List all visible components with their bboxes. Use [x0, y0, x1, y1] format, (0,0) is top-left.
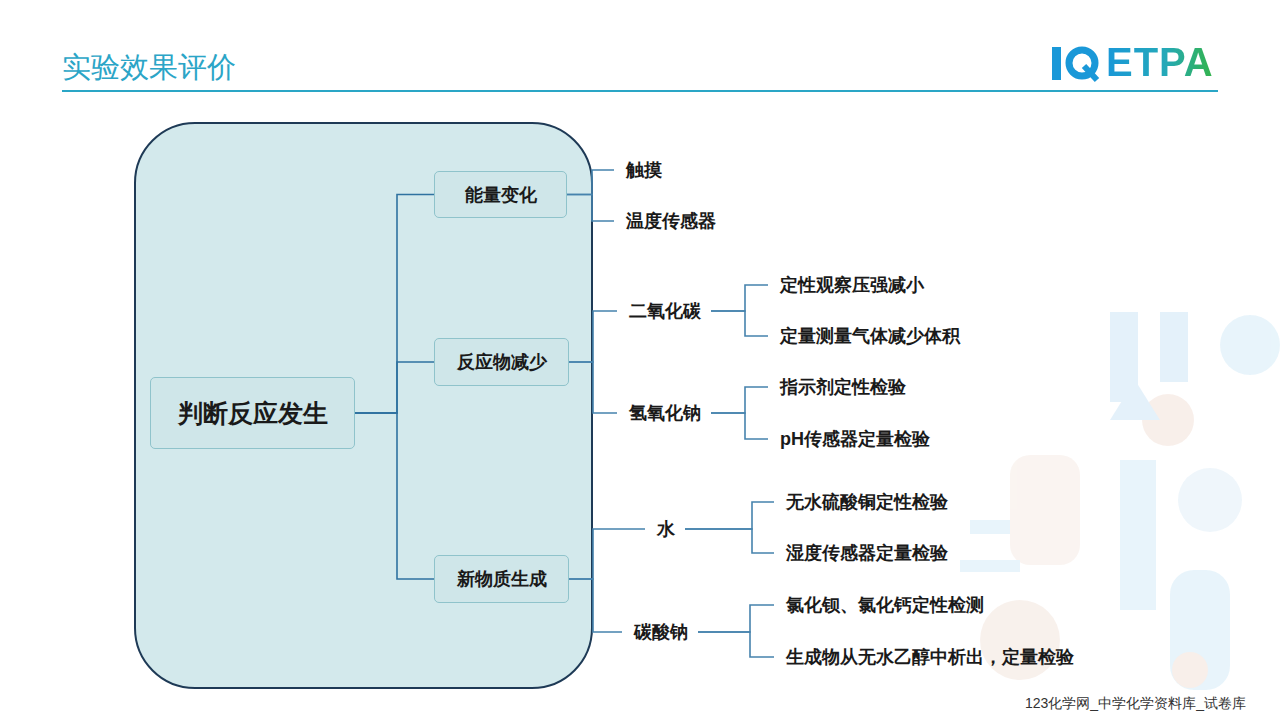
- tree-connector: [685, 502, 774, 529]
- substance-item: 氢氧化钠: [617, 397, 711, 429]
- category-box: 新物质生成: [434, 555, 569, 603]
- tree-connector: [698, 605, 774, 632]
- item-label: 触摸: [626, 158, 662, 182]
- substance-item: 水: [645, 513, 685, 545]
- box-label: 反应物减少: [457, 350, 547, 374]
- watermark: 123化学网_中学化学资料库_试卷库: [1022, 694, 1249, 714]
- ornament-circle: [1178, 468, 1242, 532]
- box-label: 新物质生成: [457, 567, 547, 591]
- tree-connector: [567, 170, 614, 195]
- box-label: 能量变化: [465, 183, 537, 207]
- item-label: 水: [657, 517, 675, 541]
- tree-connector: [569, 579, 622, 632]
- category-box: 能量变化: [434, 171, 567, 218]
- method-item: 氯化钡、氯化钙定性检测: [774, 589, 994, 621]
- substance-item: 二氧化碳: [617, 295, 711, 327]
- method-item: 湿度传感器定量检验: [774, 537, 958, 569]
- tree-connector: [711, 413, 768, 439]
- ornament-bar: [970, 520, 1010, 534]
- ornament-block: [1010, 455, 1080, 565]
- method-item: 定性观察压强减小: [768, 269, 934, 301]
- item-label: 湿度传感器定量检验: [786, 541, 948, 565]
- slide-title: 实验效果评价: [62, 48, 236, 88]
- ornament-bar: [1160, 312, 1188, 382]
- item-label: 无水硫酸铜定性检验: [786, 490, 948, 514]
- ornament-triangle: [1110, 380, 1160, 420]
- root-box: 判断反应发生: [150, 377, 355, 449]
- tree-connector: [711, 311, 768, 336]
- tree-connector: [355, 413, 434, 579]
- method-item: 无水硫酸铜定性检验: [774, 486, 958, 518]
- method-item: pH传感器定量检验: [768, 423, 940, 455]
- tree-connector: [711, 285, 768, 311]
- ornament-bar: [1120, 460, 1156, 610]
- tree-connector: [698, 632, 774, 657]
- tree-connector: [355, 195, 434, 414]
- category-box: 反应物减少: [434, 338, 569, 386]
- tree-connector: [685, 529, 774, 553]
- method-item: 指示剂定性检验: [768, 371, 916, 403]
- background-ornament: [960, 312, 1280, 690]
- ornament-circle: [1172, 652, 1208, 688]
- ornament-block: [1170, 570, 1230, 690]
- tree-connector: [355, 362, 434, 413]
- method-item: 生成物从无水乙醇中析出，定量检验: [774, 641, 1084, 673]
- tree-connector: [567, 195, 614, 222]
- method-item: 温度传感器: [614, 205, 726, 237]
- box-label: 判断反应发生: [178, 397, 328, 430]
- tree-connector: [569, 362, 617, 413]
- group-panel: [135, 123, 592, 688]
- item-label: pH传感器定量检验: [780, 427, 930, 451]
- item-label: 温度传感器: [626, 209, 716, 233]
- logo-text: ETPA: [1106, 40, 1214, 85]
- item-label: 氢氧化钠: [629, 401, 701, 425]
- tree-connector: [711, 387, 768, 413]
- title-rule: [62, 90, 1218, 92]
- item-label: 二氧化碳: [629, 299, 701, 323]
- ornament-circle: [980, 600, 1060, 680]
- item-label: 氯化钡、氯化钙定性检测: [786, 593, 984, 617]
- item-label: 指示剂定性检验: [780, 375, 906, 399]
- tree-connector: [569, 311, 617, 362]
- ornament-bar: [960, 560, 1020, 572]
- ornament-circle: [1220, 315, 1280, 375]
- item-label: 定性观察压强减小: [780, 273, 924, 297]
- logo-tail: [1084, 66, 1097, 80]
- substance-item: 碳酸钠: [622, 616, 698, 648]
- method-item: 触摸: [614, 154, 672, 186]
- item-label: 生成物从无水乙醇中析出，定量检验: [786, 645, 1074, 669]
- item-label: 定量测量气体减少体积: [780, 324, 960, 348]
- method-item: 定量测量气体减少体积: [768, 320, 970, 352]
- tree-connector: [569, 529, 645, 579]
- logo-one: [1052, 47, 1061, 80]
- item-label: 碳酸钠: [634, 620, 688, 644]
